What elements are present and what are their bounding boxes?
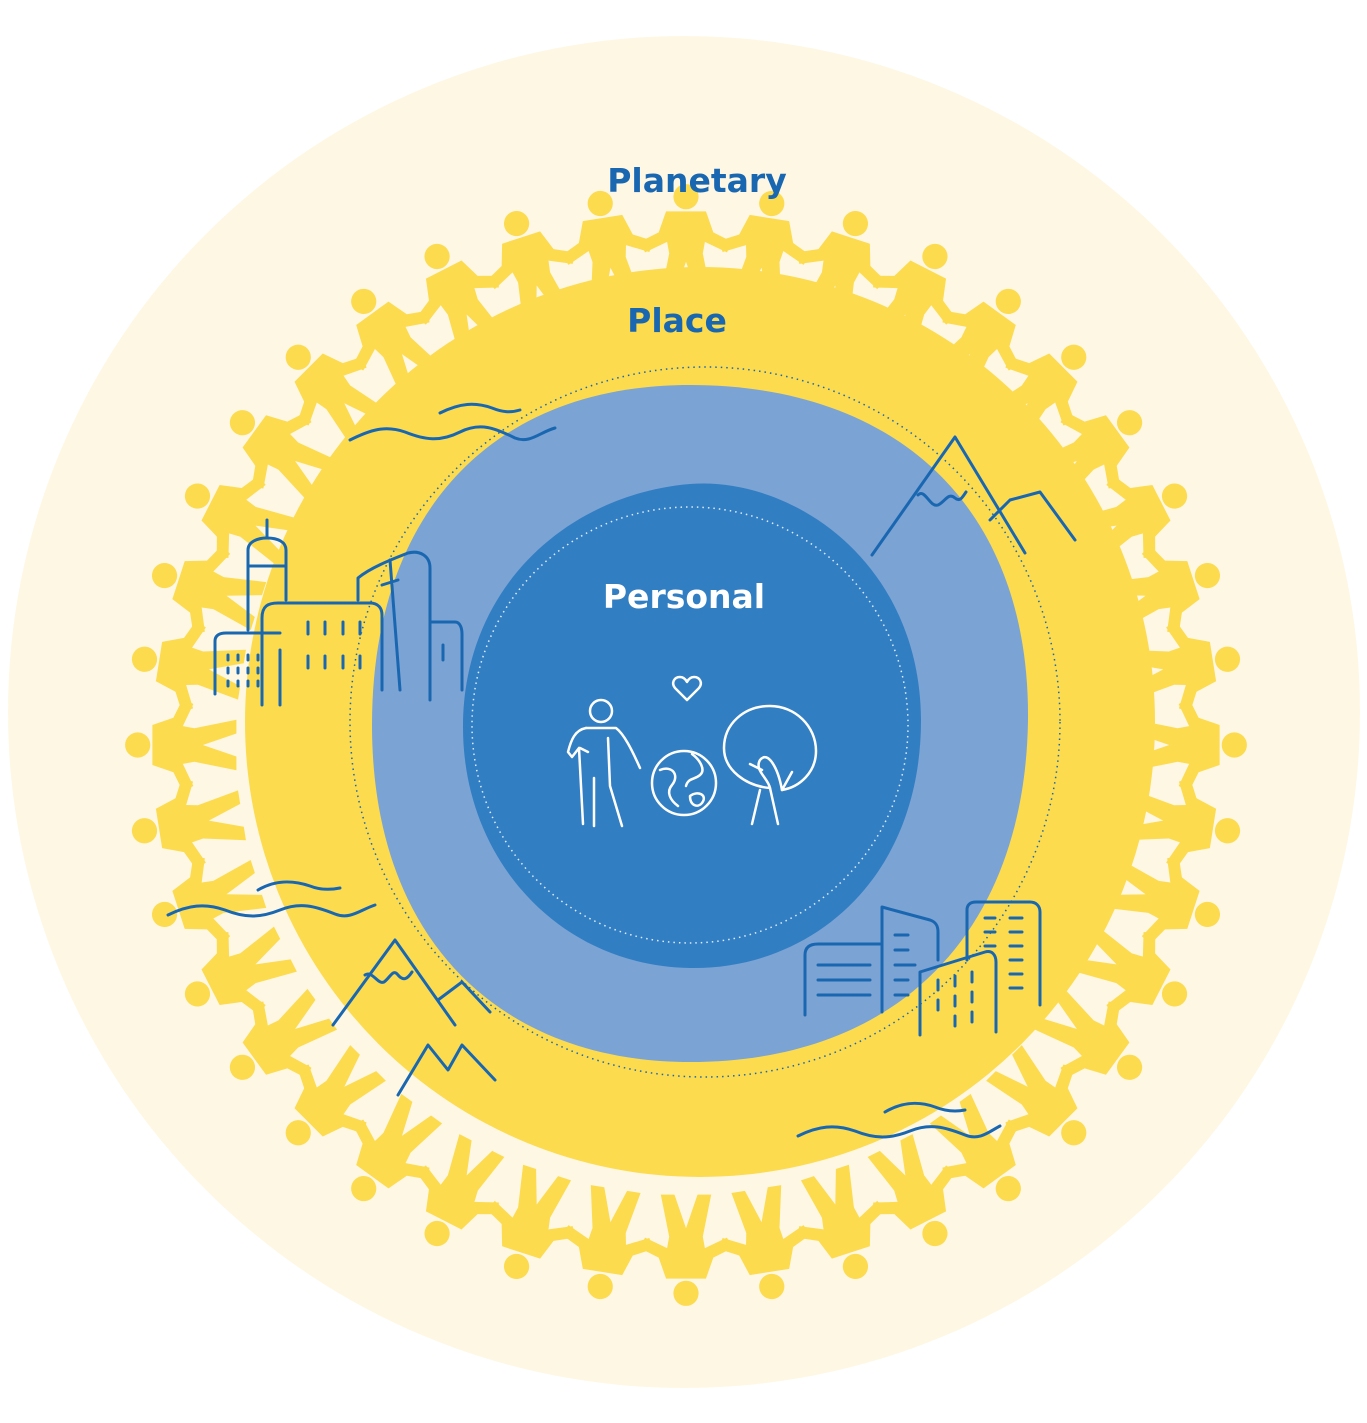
planetary-label: Planetary — [607, 161, 786, 200]
place-dotted-boundary — [349, 366, 1061, 1078]
personal-dotted-boundary — [471, 506, 909, 944]
city-buildings-icon — [803, 900, 1042, 1037]
water-waves-icon — [348, 402, 557, 442]
water-waves-icon — [796, 1101, 1002, 1139]
personal-label: Personal — [603, 577, 765, 616]
personal-blob — [462, 483, 921, 969]
mountain-icon — [331, 938, 497, 1097]
heart-icon — [671, 675, 703, 702]
tree-icon — [722, 704, 818, 826]
person-icon — [566, 698, 642, 828]
city-skyline-icon — [213, 518, 464, 707]
mountain-icon — [870, 435, 1077, 557]
water-waves-icon — [166, 880, 377, 918]
globe-icon — [650, 749, 718, 817]
place-label: Place — [627, 301, 727, 340]
